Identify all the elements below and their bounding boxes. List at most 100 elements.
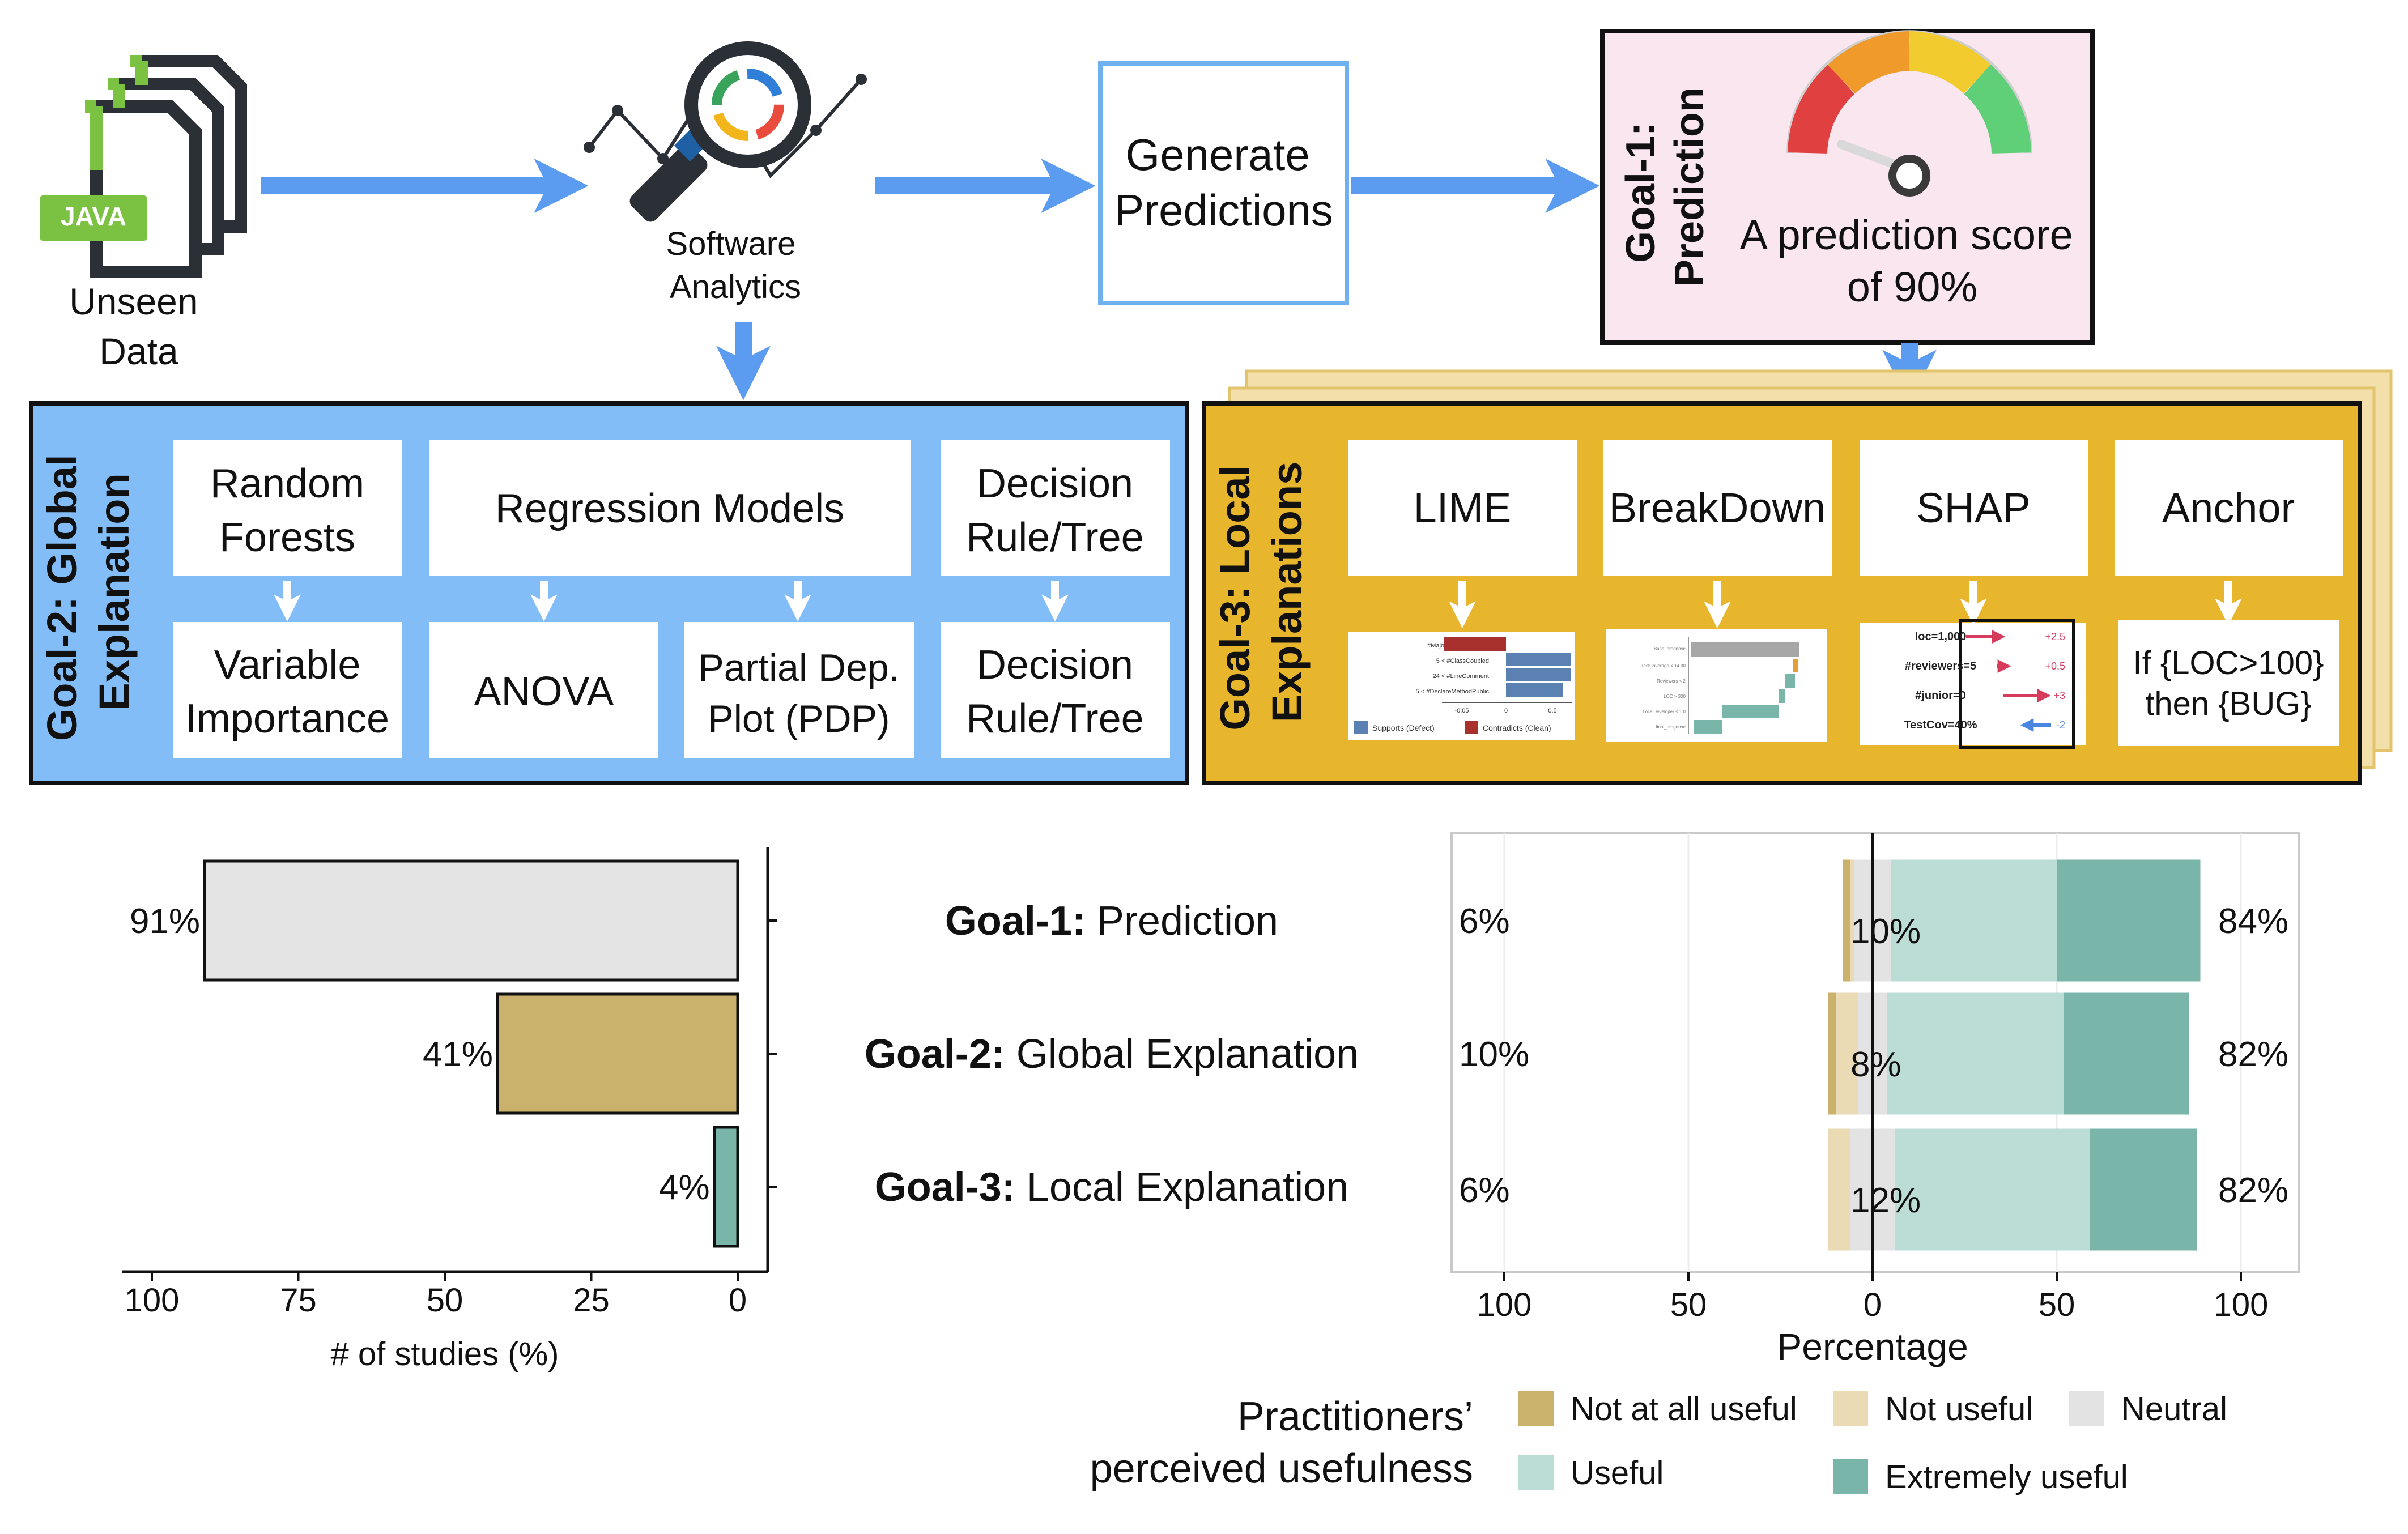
legend-label: Neutral [2121, 1391, 2227, 1428]
likert-segment-useful [1895, 1128, 2090, 1251]
likert-negative-label: 6% [1459, 1171, 1510, 1210]
shap-value-label: +2.5 [2045, 631, 2065, 642]
lime-tick: 0 [1504, 708, 1508, 714]
lime-bar [1506, 668, 1571, 681]
shap-mini-chart: loc=1,000 #reviewers=5 #junior=0 TestCov… [1860, 619, 2086, 749]
likert-negative-label: 6% [1459, 902, 1510, 941]
x-tick-label: 100 [1477, 1286, 1532, 1323]
shap-value-label: -2 [2056, 719, 2065, 731]
legend-label: Extremely useful [1885, 1459, 2128, 1495]
breakdown-bar [1694, 720, 1722, 734]
breakdown-mini-chart: Base_prognose TestCoverage < 14.00 Revie… [1606, 629, 1827, 742]
goal-category-prefix: Goal-3: [875, 1165, 1015, 1210]
breakdown-bar [1793, 659, 1798, 672]
breakdown-bar [1785, 674, 1795, 688]
studies-value-label: 41% [423, 1035, 493, 1074]
likert-neutral-label: 8% [1850, 1045, 1901, 1084]
legend-swatch [1518, 1455, 1554, 1490]
generate-predictions-box [1098, 61, 1349, 305]
lime-legend-swatch [1354, 721, 1368, 734]
method-box-shap [1860, 440, 2088, 576]
breakdown-feature-label: LocalDeveloper < 1.0 [1643, 709, 1686, 714]
breakdown-feature-label: final_prognose [1656, 725, 1686, 730]
unseen-data-label: Unseen Data [69, 280, 209, 372]
goal1-box-label: Goal-1: Prediction [1618, 87, 1712, 287]
local-panel-label: Goal-3: Local Explanations [1211, 453, 1311, 730]
output-label-pdp: Partial Dep.Plot (PDP) [698, 646, 899, 740]
breakdown-bar [1722, 705, 1779, 718]
prediction-score-label: A prediction score of 90% [1740, 211, 2085, 310]
x-tick-label: 50 [1670, 1286, 1707, 1323]
shap-feature-label: #reviewers=5 [1905, 660, 1976, 672]
method-label-breakdown: BreakDown [1609, 484, 1826, 531]
lime-bar [1506, 653, 1571, 666]
likert-positive-label: 84% [2218, 902, 2288, 941]
legend-swatch [1518, 1391, 1554, 1426]
x-tick-label: 25 [573, 1282, 610, 1319]
method-box-breakdown [1603, 440, 1832, 576]
x-axis-title: Percentage [1777, 1326, 1968, 1367]
legend-title-line1: Practitioners’ [1237, 1394, 1473, 1439]
studies-bar [496, 992, 739, 1115]
likert-segment-extremely-useful [2064, 992, 2189, 1115]
x-tick-label: 0 [1864, 1286, 1882, 1323]
method-box-lime [1348, 440, 1577, 576]
method-label-lime: LIME [1414, 484, 1512, 531]
anchor-rule-label: If {LOC>100}then {BUG} [2133, 645, 2324, 722]
legend-swatch [1833, 1459, 1868, 1494]
lime-feature-label: 24 < #LineComment [1433, 673, 1489, 680]
model-box-random-forests [173, 440, 402, 576]
x-tick-label: 100 [2214, 1286, 2269, 1323]
lime-bar [1506, 683, 1563, 697]
model-box-decision-rule [941, 440, 1170, 576]
legend-swatch [2069, 1391, 2104, 1426]
studies-bar [203, 859, 739, 982]
lime-legend-label: Supports (Defect) [1372, 723, 1435, 732]
lime-tick: -0.05 [1454, 708, 1469, 714]
method-label-anchor: Anchor [2162, 484, 2295, 531]
goal-category-label: Goal-3: Local Explanation [875, 1165, 1348, 1210]
breakdown-feature-label: TestCoverage < 14.00 [1641, 663, 1686, 668]
generate-predictions-label: Generate Predictions [1114, 130, 1333, 235]
output-label-anova: ANOVA [474, 669, 614, 714]
shap-value-label: +3 [2053, 690, 2065, 701]
x-tick-label: 50 [2039, 1286, 2075, 1323]
shap-value-label: +0.5 [2045, 661, 2065, 672]
method-label-shap: SHAP [1916, 484, 2031, 531]
shap-feature-label: loc=1,000 [1915, 630, 1967, 643]
pipeline: JAVA Unseen Data Software Analytics [40, 29, 2095, 404]
studies-value-label: 91% [130, 902, 200, 941]
legend-label: Not useful [1885, 1391, 2033, 1428]
lime-bar [1444, 637, 1506, 651]
goal-category-prefix: Goal-1: [945, 898, 1086, 944]
analytics-magnifier-icon [584, 41, 867, 222]
lime-feature-label: 5 < #DeclareMethodPublic [1416, 688, 1490, 695]
goal-category-name: Prediction [1086, 898, 1278, 944]
gauge-icon [1786, 30, 2032, 197]
likert-segment-extremely-useful [2090, 1128, 2197, 1251]
likert-neutral-label: 12% [1850, 1181, 1921, 1220]
likert-positive-label: 82% [2218, 1171, 2288, 1210]
likert-segment-not-useful [1850, 859, 1854, 982]
anchor-rule-box [2118, 620, 2339, 746]
x-tick-label: 100 [125, 1282, 180, 1319]
local-explanation-panel: Goal-3: Local Explanations LIME BreakDow… [1202, 369, 2393, 785]
lime-mini-chart: #MajorDeveloper <= 2 5 < #ClassCoupled 2… [1348, 632, 1575, 740]
method-box-anchor [2115, 440, 2343, 576]
likert-segment-not-useful [1828, 1128, 1850, 1251]
global-panel-label: Goal-2: Global Explanation [39, 443, 138, 741]
likert-segment-extremely-useful [2057, 859, 2201, 982]
likert-segment-useful [1891, 859, 2057, 982]
java-files-icon: JAVA [40, 55, 247, 278]
java-badge: JAVA [61, 202, 126, 231]
goal-category-label: Goal-2: Global Explanation [865, 1032, 1359, 1077]
x-tick-label: 0 [729, 1282, 747, 1319]
